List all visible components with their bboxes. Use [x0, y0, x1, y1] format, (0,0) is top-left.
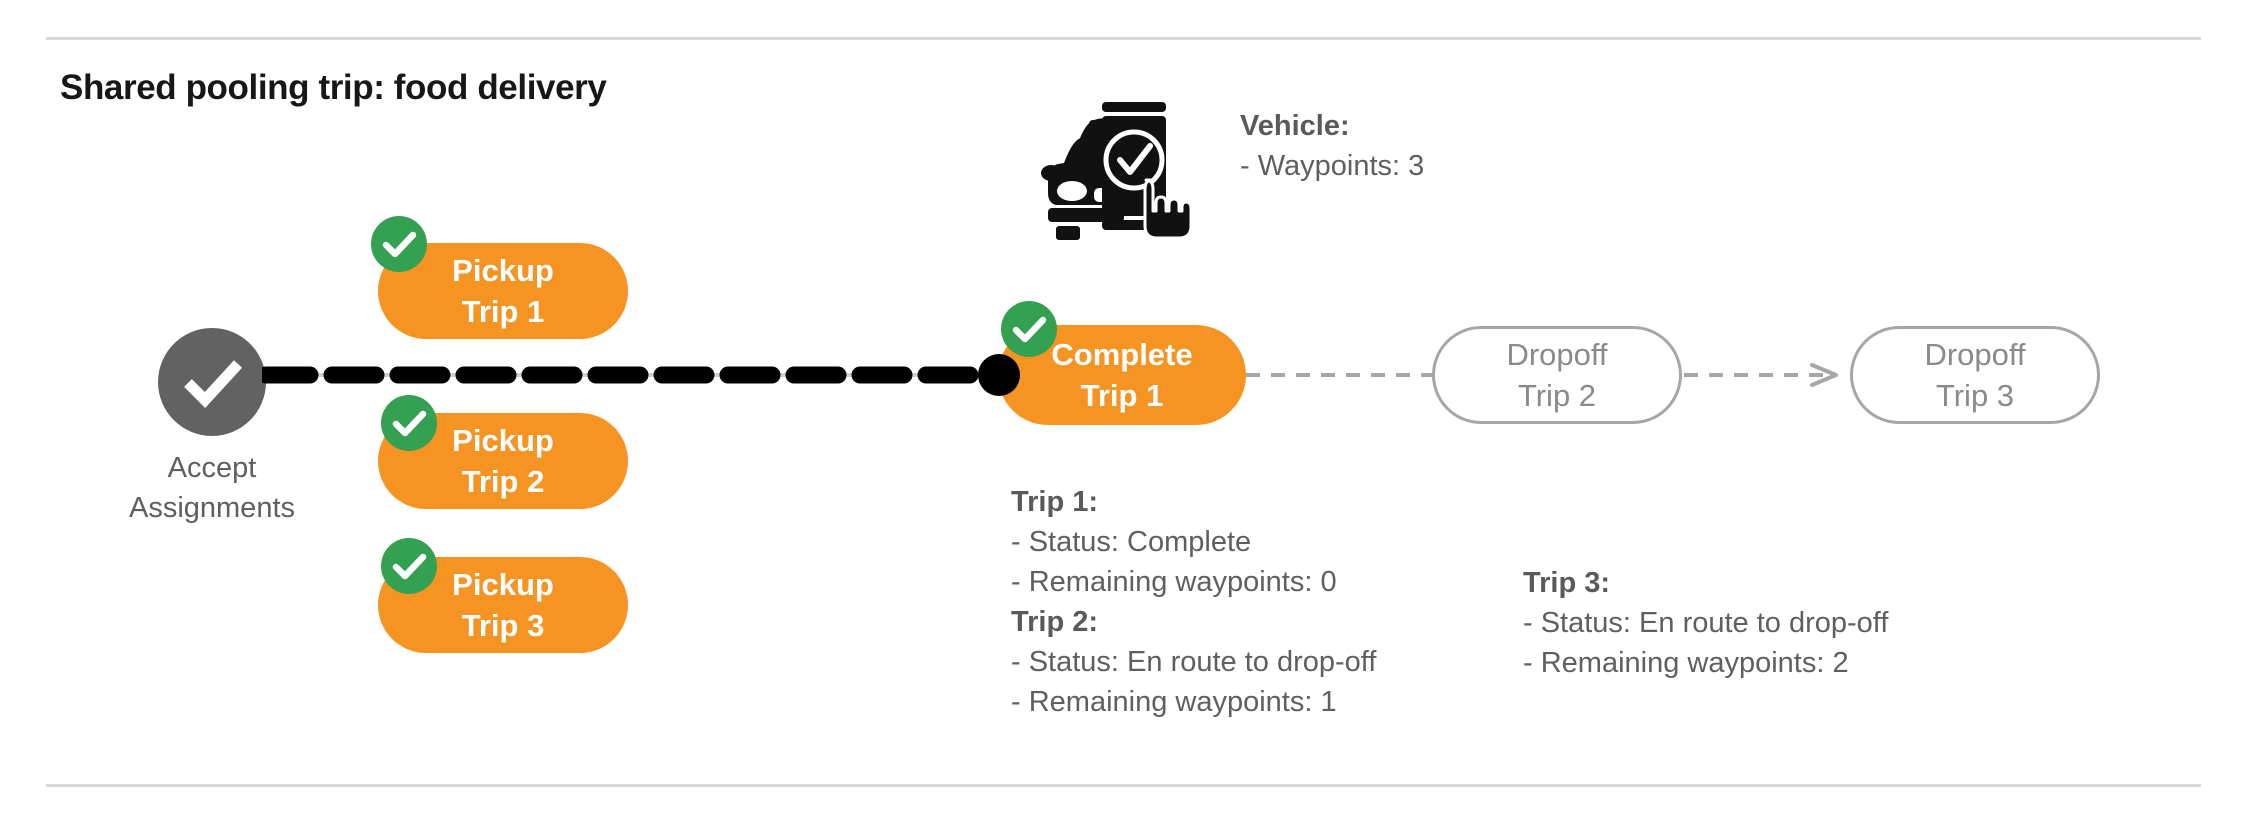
dropoff-trip-3-node[interactable]: Dropoff Trip 3: [1850, 326, 2100, 424]
trip-2-waypoints-line: - Remaining waypoints: 1: [1011, 686, 1337, 718]
connector-complete-to-dropoff-2: [1246, 373, 1432, 377]
pickup-trip-1-check-badge: [371, 216, 427, 272]
complete-trip-1-line2: Trip 1: [1080, 378, 1164, 413]
pickup-trip-3-line2: Trip 3: [461, 608, 545, 643]
waypoint-dot: [978, 354, 1020, 396]
pickup-trip-2-line1: Pickup: [452, 423, 554, 458]
trip-info-left: Trip 1: - Status: Complete - Remaining w…: [1011, 482, 1376, 722]
trip-1-heading: Trip 1:: [1011, 486, 1099, 518]
page-title: Shared pooling trip: food delivery: [60, 68, 607, 107]
complete-trip-1-node[interactable]: Complete Trip 1: [998, 325, 1246, 425]
trip-1-status-line: - Status: Complete: [1011, 526, 1252, 558]
accept-assignments-label-line2: Assignments: [128, 492, 295, 524]
pickup-trip-2-line2: Trip 2: [461, 464, 545, 499]
pickup-trip-1-line2: Trip 1: [461, 294, 545, 329]
bottom-divider: [46, 784, 2201, 787]
complete-trip-1-check-badge: [1001, 301, 1057, 357]
top-divider: [46, 37, 2201, 40]
pickup-trip-3-line1: Pickup: [452, 567, 554, 602]
dropoff-trip-2-node[interactable]: Dropoff Trip 2: [1432, 326, 1682, 424]
pickup-trip-3-check-badge: [381, 538, 437, 594]
pickup-trip-3-node[interactable]: Pickup Trip 3: [378, 557, 628, 653]
trip-info-right: Trip 3: - Status: En route to drop-off -…: [1523, 563, 1888, 683]
pickup-trip-2-check-badge: [381, 395, 437, 451]
dropoff-trip-3-line2: Trip 3: [1935, 378, 2015, 413]
vehicle-info-line-0: - Waypoints: 3: [1240, 150, 1425, 182]
trip-1-waypoints-line: - Remaining waypoints: 0: [1011, 566, 1337, 598]
pickup-trip-1-node[interactable]: Pickup Trip 1: [378, 243, 628, 339]
car-phone-check-icon: [1040, 88, 1196, 240]
dropoff-trip-2-line2: Trip 2: [1517, 378, 1597, 413]
complete-trip-1-line1: Complete: [1051, 337, 1193, 372]
connector-dropoff-2-to-dropoff-3: [1684, 363, 1838, 387]
vehicle-info-heading: Vehicle:: [1240, 110, 1350, 142]
trip-2-status-line: - Status: En route to drop-off: [1011, 646, 1377, 678]
trip-3-status-line: - Status: En route to drop-off: [1523, 607, 1889, 639]
pickup-trip-1-line1: Pickup: [452, 253, 554, 288]
accept-assignments-label-line1: Accept: [167, 452, 257, 484]
trip-2-heading: Trip 2:: [1011, 606, 1099, 638]
trip-3-heading: Trip 3:: [1523, 567, 1611, 599]
dropoff-trip-2-line1: Dropoff: [1506, 337, 1608, 372]
vehicle-info-block: Vehicle: - Waypoints: 3: [1240, 106, 1424, 186]
dropoff-trip-3-line1: Dropoff: [1924, 337, 2026, 372]
trip-3-waypoints-line: - Remaining waypoints: 2: [1523, 647, 1849, 679]
accept-assignments-node[interactable]: [158, 328, 266, 436]
accept-assignments-label: Accept Assignments: [92, 448, 332, 528]
connector-accept-to-complete: [262, 366, 1002, 384]
